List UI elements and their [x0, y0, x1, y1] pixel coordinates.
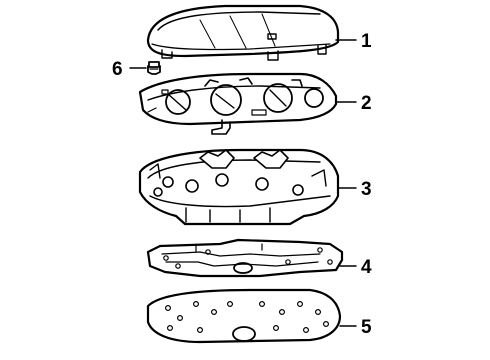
part-1-lens-cover	[146, 4, 340, 61]
callout-3: 3	[361, 179, 372, 200]
callout-5: 5	[361, 317, 372, 338]
callout-6: 6	[112, 59, 123, 80]
part-4-circuit-board	[146, 238, 344, 278]
callout-2: 2	[361, 93, 372, 114]
callout-leaders	[129, 39, 357, 327]
part-5-back-plate	[146, 288, 342, 344]
part-3-housing	[138, 148, 340, 226]
part-2-gauge-face	[138, 72, 338, 135]
part-6-bulb-socket	[147, 61, 161, 75]
callout-1: 1	[361, 31, 372, 52]
callout-4: 4	[361, 257, 372, 278]
